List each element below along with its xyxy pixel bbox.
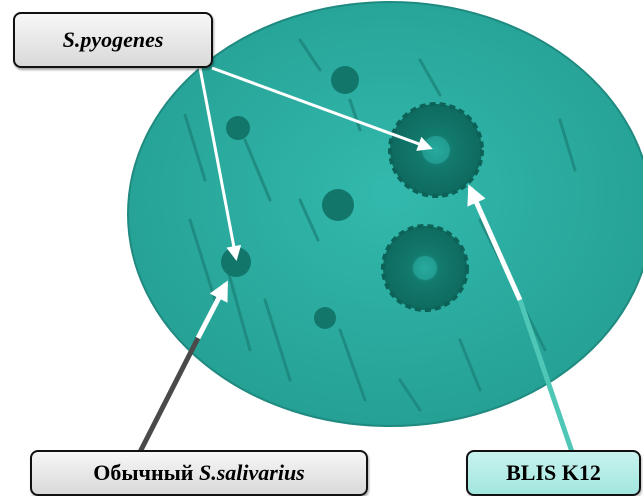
colony <box>226 116 250 140</box>
label-s-pyogenes-text: S.pyogenes <box>63 27 164 53</box>
label-blis-k12-text: BLIS K12 <box>506 460 601 486</box>
colony <box>322 189 354 221</box>
label-s-salivarius: Обычный S.salivarius <box>30 450 368 496</box>
inhibition-zone-top <box>390 104 482 196</box>
label-blis-k12: BLIS K12 <box>466 450 641 496</box>
label-s-pyogenes: S.pyogenes <box>13 12 213 68</box>
salivarius-pointer-dark <box>140 338 198 452</box>
colony <box>331 66 359 94</box>
label-s-salivarius-prefix: Обычный <box>93 460 199 486</box>
inhibition-zone-bottom <box>383 226 467 310</box>
label-s-salivarius-species: S.salivarius <box>199 460 305 486</box>
colony <box>314 307 336 329</box>
